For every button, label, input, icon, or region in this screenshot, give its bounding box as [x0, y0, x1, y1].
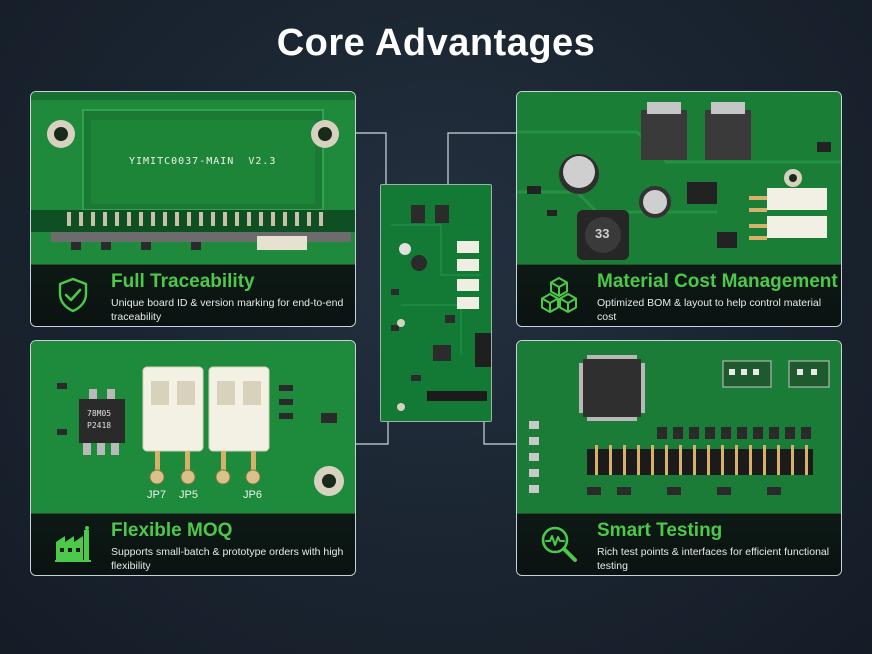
card-description: Unique board ID & version marking for en…: [111, 297, 344, 323]
caption-material-cost: Material Cost Management Optimized BOM &…: [517, 264, 841, 326]
jumper-label-jp5: JP5: [179, 489, 198, 501]
pcb-photo-flexible-moq: 78M05 P2418 JP7 JP5 JP6: [31, 341, 355, 513]
regulator-chip-label: 78M05: [87, 409, 112, 418]
card-full-traceability: YIMITC0037-MAIN V2.3 Full Traceability U…: [30, 91, 356, 327]
center-pcb-board: [380, 184, 492, 422]
pcb-photo-material-cost: 33: [517, 92, 841, 264]
pcb-photo-traceability: YIMITC0037-MAIN V2.3: [31, 92, 355, 264]
card-material-cost-management: 33 Material Cost Management Optimized BO…: [516, 91, 842, 327]
caption-flexible-moq: Flexible MOQ Supports small-batch & prot…: [31, 513, 355, 575]
inductor-label: 33: [595, 226, 610, 241]
magnifier-pulse-icon: [541, 526, 577, 562]
card-description: Supports small-batch & prototype orders …: [111, 546, 344, 572]
card-title: Material Cost Management: [597, 271, 838, 292]
cubes-icon: [541, 277, 577, 313]
card-title: Flexible MOQ: [111, 520, 233, 541]
factory-icon: [55, 526, 91, 562]
shield-check-icon: [58, 277, 88, 313]
card-description: Rich test points & interfaces for effici…: [597, 546, 830, 572]
caption-smart-testing: Smart Testing Rich test points & interfa…: [517, 513, 841, 575]
jumper-label-jp6: JP6: [243, 489, 262, 501]
board-id-silkscreen: YIMITC0037-MAIN V2.3: [129, 156, 277, 167]
pcb-photo-smart-testing: [517, 341, 841, 513]
page-title: Core Advantages: [276, 22, 596, 64]
caption-traceability: Full Traceability Unique board ID & vers…: [31, 264, 355, 326]
card-flexible-moq: 78M05 P2418 JP7 JP5 JP6 Flexible MOQ Sup…: [30, 340, 356, 576]
regulator-chip-code: P2418: [87, 421, 112, 430]
card-description: Optimized BOM & layout to help control m…: [597, 297, 822, 323]
card-title: Full Traceability: [111, 271, 255, 292]
card-smart-testing: Smart Testing Rich test points & interfa…: [516, 340, 842, 576]
jumper-label-jp7: JP7: [147, 489, 166, 501]
card-title: Smart Testing: [597, 520, 723, 541]
